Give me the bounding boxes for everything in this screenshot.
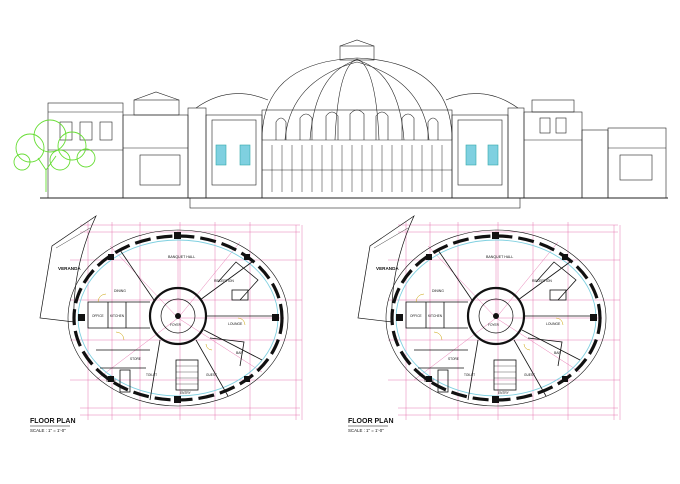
foyer-label: FOYER bbox=[488, 323, 500, 327]
dining-label: DINING bbox=[114, 289, 126, 293]
plan-title: FLOOR PLAN bbox=[348, 418, 394, 425]
foyer-label: FOYER bbox=[170, 323, 182, 327]
plan-title: FLOOR PLAN bbox=[30, 418, 76, 425]
banquet-label: BANQUET HALL bbox=[486, 255, 513, 259]
floor-plan-1: VERANDA BANQUET HALL RECEPTION DINING OF… bbox=[30, 214, 304, 433]
building-section bbox=[40, 39, 668, 209]
guest-label: GUEST bbox=[206, 373, 217, 377]
entry-label: ENTRY bbox=[498, 391, 510, 395]
guest-label: GUEST bbox=[524, 373, 535, 377]
veranda-label: VERANDA bbox=[58, 266, 81, 271]
office-label: OFFICE bbox=[410, 314, 422, 318]
entry-label: ENTRY bbox=[180, 391, 192, 395]
staff-label: STAFF bbox=[106, 379, 116, 383]
veranda-label: VERANDA bbox=[376, 266, 399, 271]
dining-label: DINING bbox=[432, 289, 444, 293]
bar-label: BAR bbox=[236, 351, 244, 355]
reception-label: RECEPTION bbox=[214, 279, 234, 283]
office-label: OFFICE bbox=[92, 314, 104, 318]
reception-label: RECEPTION bbox=[532, 279, 552, 283]
tree-icon bbox=[13, 119, 96, 192]
plan-scale: SCALE : 1" = 1'-0" bbox=[348, 428, 384, 433]
floor-plan-2: VERANDA BANQUET HALL RECEPTION DINING OF… bbox=[348, 214, 622, 433]
banquet-label: BANQUET HALL bbox=[168, 255, 195, 259]
toilet-label: TOILET bbox=[146, 373, 157, 377]
plan-scale: SCALE : 1" = 1'-0" bbox=[30, 428, 66, 433]
lounge-label: LOUNGE bbox=[546, 322, 561, 326]
kitchen-label: KITCHEN bbox=[428, 314, 443, 318]
toilet-label: TOILET bbox=[464, 373, 475, 377]
store-label: STORE bbox=[130, 357, 141, 361]
staff-label: STAFF bbox=[424, 379, 434, 383]
kitchen-label: KITCHEN bbox=[110, 314, 125, 318]
lounge-label: LOUNGE bbox=[228, 322, 243, 326]
bar-label: BAR bbox=[554, 351, 562, 355]
store-label: STORE bbox=[448, 357, 459, 361]
